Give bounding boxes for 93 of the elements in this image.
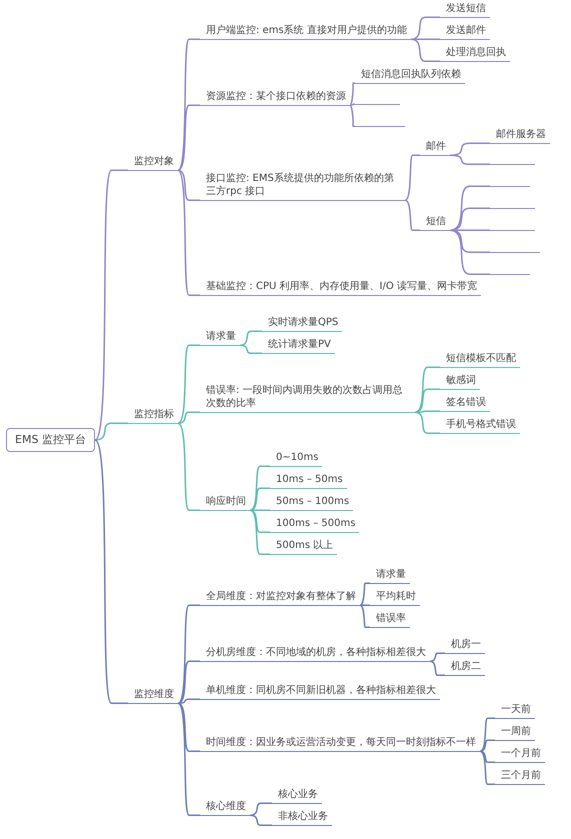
branch-line	[414, 388, 440, 413]
topic-label: 100ms – 500ms	[270, 517, 360, 533]
topic-label: 短信模板不匹配	[440, 352, 520, 368]
branch-line	[360, 604, 370, 628]
topic-label: 500ms 以上	[270, 539, 338, 555]
root-topic-box: EMS 监控平台	[6, 428, 95, 452]
topic-label: 分机房维度：不同地域的机房，各种指标相差很大	[200, 646, 430, 662]
topic-label: 平均耗时	[370, 590, 420, 606]
topic-label: 10ms – 50ms	[270, 473, 347, 489]
branch-line	[414, 412, 440, 434]
topic-label: 签名错误	[440, 396, 490, 412]
topic-label: 单机维度：同机房不同新旧机器，各种指标相差很大	[200, 684, 440, 700]
topic-label: 机房二	[445, 660, 485, 676]
branch-line	[178, 170, 200, 201]
branch-line	[250, 510, 270, 511]
topic-label: 一周前	[495, 725, 535, 741]
branch-line	[178, 104, 200, 171]
branch-line	[250, 466, 270, 511]
branch-line	[178, 660, 200, 704]
branch-line	[480, 740, 495, 752]
topic-label: 资源监控：某个接口依赖的资源	[200, 90, 350, 106]
topic-label: 全局维度：对监控对象有整体了解	[200, 590, 360, 606]
branch-line	[178, 604, 200, 704]
branch-line	[404, 154, 420, 201]
branch-line	[450, 154, 490, 165]
branch-line	[410, 16, 440, 40]
branch-line	[178, 412, 200, 424]
topic-label: 错误率	[370, 612, 410, 628]
branch-line	[177, 170, 200, 296]
topic-label: 邮件	[420, 140, 450, 156]
topic-label: 响应时间	[200, 495, 250, 511]
branch-line	[430, 652, 445, 662]
topic-label: 错误率: 一段时间内调用失败的次数占调用总次数的比率	[200, 384, 415, 413]
branch-line	[480, 750, 495, 785]
topic-label: 发送邮件	[440, 24, 490, 40]
branch-line	[250, 510, 270, 555]
topic-label: 实时请求量QPS	[262, 316, 342, 332]
topic-label: 三个月前	[495, 769, 545, 785]
branch-line	[250, 814, 272, 826]
topic-label: 监控维度	[128, 688, 178, 704]
topic-label: 时间维度：因业务或运营活动变更，每天同一时刻指标不一样	[200, 736, 480, 752]
branch-line	[450, 186, 490, 231]
topic-label: 一个月前	[495, 747, 545, 763]
branch-line	[240, 344, 262, 354]
branch-line	[250, 510, 270, 533]
branch-line	[360, 582, 370, 606]
topic-label: 一天前	[495, 703, 535, 719]
branch-line	[480, 718, 495, 752]
branch-line	[414, 366, 440, 413]
branch-line	[94, 440, 128, 704]
branch-line	[178, 702, 200, 752]
topic-label: 发送短信	[440, 2, 490, 18]
branch-line	[94, 422, 128, 441]
topic-label: 请求量	[370, 568, 410, 584]
branch-line	[450, 230, 490, 253]
topic-label: 非核心业务	[272, 810, 332, 826]
branch-line	[349, 82, 355, 106]
branch-line	[410, 38, 440, 62]
topic-label: 短信	[420, 215, 450, 231]
branch-line	[178, 702, 200, 816]
branch-line	[411, 38, 440, 40]
topic-label: 核心业务	[272, 788, 322, 804]
topic-label: 请求量	[200, 330, 240, 346]
topic-label: 用户端监控: ems系统 直接对用户提供的功能	[200, 24, 411, 40]
branch-line	[349, 104, 355, 127]
topic-label: 核心维度	[200, 800, 250, 816]
branch-line	[178, 698, 200, 704]
branch-line	[250, 488, 270, 511]
topic-label: 机房一	[445, 638, 485, 654]
topic-label: 50ms – 100ms	[270, 495, 354, 511]
branch-line	[450, 230, 490, 275]
branch-line	[360, 604, 370, 606]
branch-line	[240, 330, 262, 346]
topic-label: 接口监控: EMS系统提供的功能所依赖的第三方rpc 接口	[200, 172, 405, 201]
branch-line	[177, 38, 200, 171]
branch-line	[94, 170, 128, 440]
branch-line	[480, 750, 495, 763]
topic-label: 手机号格式错误	[440, 418, 520, 434]
topic-label: 基础监控：CPU 利用率、内存使用量、I/O 读写量、网卡带宽	[200, 280, 481, 296]
topic-label: 邮件服务器	[490, 128, 550, 144]
topic-label: 短信消息回执队列依赖	[355, 68, 465, 84]
topic-label: 统计请求量PV	[262, 338, 335, 354]
branch-line	[430, 660, 445, 676]
branch-line	[415, 410, 440, 413]
topic-label: 0~10ms	[270, 451, 322, 467]
topic-label: 敏感词	[440, 374, 480, 390]
branch-line	[178, 344, 200, 424]
branch-line	[250, 802, 272, 816]
topic-label: 处理消息回执	[440, 46, 510, 62]
branch-line	[350, 104, 355, 106]
topic-label: 监控对象	[128, 155, 178, 171]
topic-label: 监控指标	[128, 408, 178, 424]
branch-line	[404, 200, 420, 231]
